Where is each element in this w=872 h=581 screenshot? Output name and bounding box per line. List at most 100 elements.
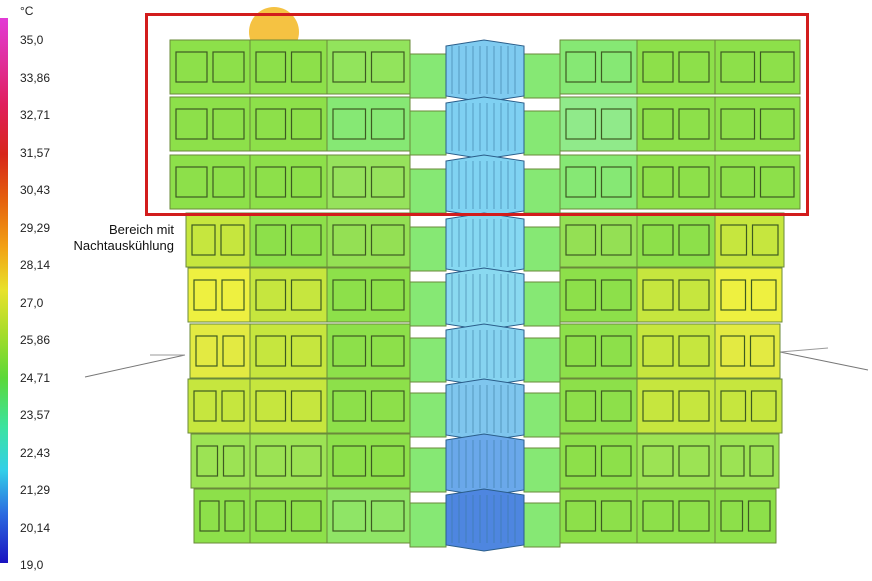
window xyxy=(600,390,632,422)
connector-left xyxy=(409,110,447,156)
window xyxy=(370,51,405,83)
window xyxy=(720,108,756,140)
legend-tick-label: 32,71 xyxy=(20,108,51,122)
window xyxy=(642,279,674,311)
window xyxy=(750,279,777,311)
window xyxy=(600,335,632,367)
window xyxy=(720,224,748,256)
window xyxy=(678,279,710,311)
window xyxy=(759,51,795,83)
window xyxy=(600,445,632,477)
window xyxy=(290,335,322,367)
legend-tick-label: 23,57 xyxy=(20,408,51,422)
legend-tick-label: 33,86 xyxy=(20,70,51,85)
facade-panel xyxy=(714,154,801,210)
connector-left xyxy=(409,502,447,548)
facade-panel xyxy=(169,39,251,95)
facade-panel xyxy=(326,267,411,323)
building-facade xyxy=(169,39,801,552)
window xyxy=(255,166,287,198)
window xyxy=(290,390,322,422)
window xyxy=(600,51,632,83)
connector-left xyxy=(409,337,447,383)
facade-panel xyxy=(714,323,781,379)
facade-panel xyxy=(714,378,783,434)
window xyxy=(720,335,746,367)
window xyxy=(565,445,597,477)
facade-panel xyxy=(326,433,411,489)
facade-panel xyxy=(249,488,328,544)
window xyxy=(332,390,367,422)
facade-panel xyxy=(559,267,638,323)
connector-left xyxy=(409,447,447,493)
facade-panel xyxy=(714,433,780,489)
window xyxy=(678,51,710,83)
window xyxy=(565,51,597,83)
window xyxy=(212,166,245,198)
legend-tick-label: 35,0 xyxy=(20,33,44,47)
facade-panel xyxy=(636,96,716,152)
window xyxy=(370,500,405,532)
window xyxy=(749,335,775,367)
window xyxy=(290,224,322,256)
facade-panel xyxy=(636,323,716,379)
window xyxy=(759,166,795,198)
window xyxy=(642,224,674,256)
facade-panel xyxy=(249,96,328,152)
window xyxy=(195,335,218,367)
legend-tick-label: 25,86 xyxy=(20,333,51,347)
legend-unit: °C xyxy=(20,4,34,18)
window xyxy=(255,279,287,311)
facade-panel xyxy=(559,212,638,268)
legend-tick-label: 24,71 xyxy=(20,370,51,385)
legend-tick-label: 19,0 xyxy=(20,558,44,572)
window xyxy=(220,224,245,256)
night-cooling-annotation: Bereich mit Nachtauskühlung xyxy=(58,222,174,254)
facade-panel xyxy=(169,96,251,152)
window xyxy=(370,279,405,311)
facade-panel xyxy=(169,154,251,210)
window xyxy=(759,108,795,140)
ground-line-right xyxy=(779,351,869,371)
facade-panel xyxy=(714,39,801,95)
window xyxy=(212,51,245,83)
window xyxy=(222,335,245,367)
facade-panel xyxy=(559,378,638,434)
window xyxy=(749,445,774,477)
window xyxy=(678,166,710,198)
window xyxy=(642,335,674,367)
connector-left xyxy=(409,392,447,438)
window xyxy=(678,224,710,256)
facade-panel xyxy=(559,433,638,489)
window xyxy=(255,500,287,532)
window xyxy=(565,279,597,311)
legend-tick-label: 30,43 xyxy=(20,183,51,197)
stair-shaft-segment xyxy=(445,433,525,497)
facade-panel xyxy=(559,488,638,544)
window xyxy=(175,51,208,83)
window xyxy=(600,108,632,140)
window xyxy=(565,335,597,367)
window xyxy=(642,166,674,198)
facade-panel xyxy=(187,267,251,323)
connector-right xyxy=(523,168,561,214)
window xyxy=(565,224,597,256)
ground-line-left xyxy=(84,354,186,378)
facade-panel xyxy=(326,212,411,268)
connector-left xyxy=(409,226,447,272)
window xyxy=(750,390,777,422)
window xyxy=(747,500,771,532)
facade-panel xyxy=(636,433,716,489)
window xyxy=(565,500,597,532)
window xyxy=(222,445,245,477)
legend-tick-label: 21,29 xyxy=(20,483,51,497)
facade-panel xyxy=(193,488,251,544)
window xyxy=(720,445,745,477)
night-cooling-highlight-box xyxy=(145,13,809,216)
window xyxy=(199,500,220,532)
facade-panel xyxy=(190,433,251,489)
window xyxy=(191,224,216,256)
window xyxy=(290,51,322,83)
facade-panel xyxy=(249,378,328,434)
window xyxy=(565,390,597,422)
